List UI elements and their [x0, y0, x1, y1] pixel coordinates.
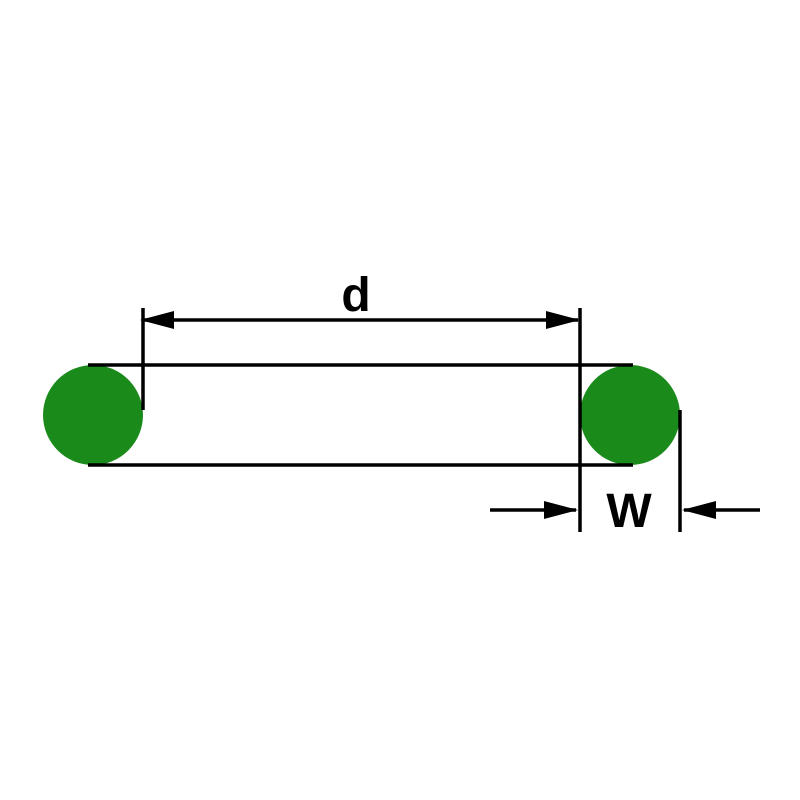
d-arrowhead-right [546, 311, 580, 329]
oring-cross-section-right [580, 365, 680, 465]
dimension-label-d: d [341, 269, 370, 322]
w-arrowhead-right [682, 501, 716, 519]
oring-cross-section-left [43, 365, 143, 465]
dimension-label-w: W [606, 485, 652, 538]
w-arrowhead-left [544, 501, 578, 519]
d-arrowhead-left [140, 311, 174, 329]
